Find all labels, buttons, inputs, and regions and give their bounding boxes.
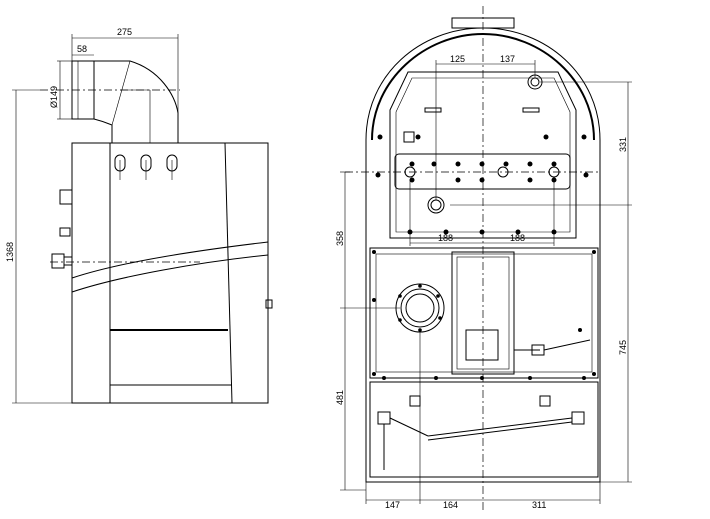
dim-331: 331 bbox=[618, 137, 628, 152]
dim-481: 481 bbox=[335, 390, 345, 405]
dim-1368: 1368 bbox=[5, 242, 15, 262]
dim-58: 58 bbox=[77, 44, 87, 54]
lower-latch-right bbox=[539, 395, 551, 407]
upper-panel bbox=[389, 71, 577, 239]
dim-358: 358 bbox=[335, 231, 345, 246]
door-bolts bbox=[372, 250, 596, 380]
dim-188-left: 188 bbox=[438, 233, 453, 243]
side-air-slots bbox=[114, 154, 178, 180]
dim-275: 275 bbox=[117, 27, 132, 37]
side-cover-curve-2 bbox=[71, 254, 269, 293]
flue-elbow bbox=[40, 60, 180, 144]
side-back-edge bbox=[224, 142, 233, 404]
side-body-outline bbox=[71, 142, 269, 404]
side-connector bbox=[51, 253, 65, 269]
lever-pivot-left bbox=[377, 411, 391, 425]
center-window bbox=[465, 329, 499, 361]
side-fitting bbox=[59, 227, 71, 237]
lever-pivot-right bbox=[571, 411, 585, 425]
panel-slot-2 bbox=[522, 107, 540, 113]
ash-panel bbox=[369, 381, 599, 478]
side-dimensions: 275 58 Ø149 1368 bbox=[5, 27, 179, 404]
door-panel bbox=[369, 247, 599, 379]
lever-arm-right bbox=[427, 417, 573, 437]
front-dimensions: 125 137 331 745 188 188 358 481 bbox=[335, 54, 632, 510]
panel-square bbox=[403, 131, 415, 143]
lower-latch-left bbox=[409, 395, 421, 407]
dim-149: Ø149 bbox=[49, 86, 59, 108]
panel-slot-1 bbox=[424, 107, 442, 113]
side-view: 275 58 Ø149 1368 bbox=[5, 27, 273, 404]
dim-147: 147 bbox=[385, 500, 400, 510]
dim-164: 164 bbox=[443, 500, 458, 510]
dim-125: 125 bbox=[450, 54, 465, 64]
dim-311: 311 bbox=[532, 500, 546, 510]
bolts bbox=[375, 134, 589, 235]
side-box bbox=[59, 189, 73, 205]
dim-137: 137 bbox=[500, 54, 515, 64]
side-knob bbox=[265, 299, 273, 309]
lever-arm-left bbox=[389, 417, 429, 437]
manifold bbox=[394, 153, 571, 190]
dim-188-right: 188 bbox=[510, 233, 525, 243]
inspection-port bbox=[395, 283, 445, 333]
dim-745: 745 bbox=[618, 340, 628, 355]
side-cover-curve bbox=[71, 241, 269, 279]
front-view: 125 137 331 745 188 188 358 481 bbox=[335, 6, 632, 512]
